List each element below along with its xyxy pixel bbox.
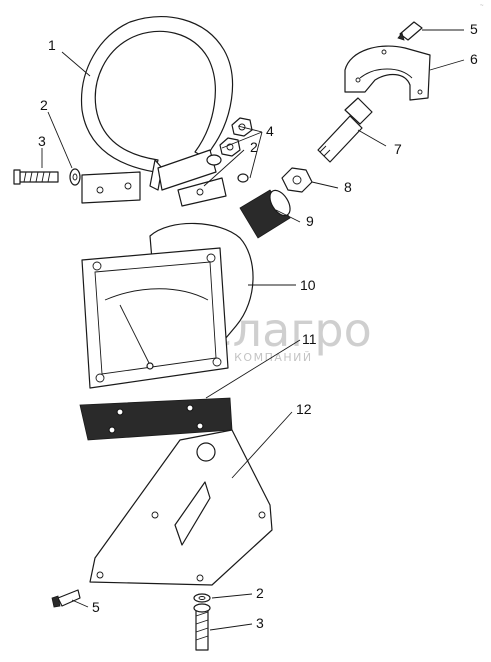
callout-12: 12 [296, 401, 312, 417]
part-3-screw-upper [13, 169, 59, 185]
part-10-gauge [81, 222, 254, 389]
callout-3-upper-left: 3 [38, 133, 46, 149]
part-2-washer-lower [193, 593, 211, 603]
callout-2-lower: 2 [256, 585, 264, 601]
part-11-pad [79, 397, 233, 441]
callout-labels: 1 2 3 4 2 5 6 7 8 9 10 11 12 5 2 3 [38, 21, 478, 631]
part-5-screw-lower [51, 589, 81, 608]
part-3-screw-lower [193, 603, 211, 651]
part-1-clamp-band [80, 16, 234, 207]
callout-5-lower-left: 5 [92, 599, 100, 615]
callout-9: 9 [306, 213, 314, 229]
part-6-clip [344, 45, 431, 101]
callout-6: 6 [470, 51, 478, 67]
callout-2-upper-left: 2 [40, 97, 48, 113]
callout-4: 4 [266, 123, 274, 139]
callout-8: 8 [344, 179, 352, 195]
part-9-rubber-sleeve [239, 189, 291, 239]
callout-1: 1 [48, 37, 56, 53]
callout-11: 11 [302, 331, 317, 347]
callout-3-lower: 3 [256, 615, 264, 631]
callout-10: 10 [300, 277, 316, 293]
callout-5-upper-right: 5 [470, 21, 478, 37]
part-5-screw-upper [397, 21, 423, 41]
part-12-bracket [89, 429, 273, 586]
part-7-bolt [317, 97, 373, 163]
callout-7: 7 [394, 141, 402, 157]
leader-lines [41, 29, 465, 631]
page-corner-mark: ~ [480, 3, 484, 9]
part-2-washer-upper-left [69, 168, 81, 186]
callout-2-upper-middle: 2 [250, 139, 258, 155]
part-8-nut [281, 167, 313, 193]
